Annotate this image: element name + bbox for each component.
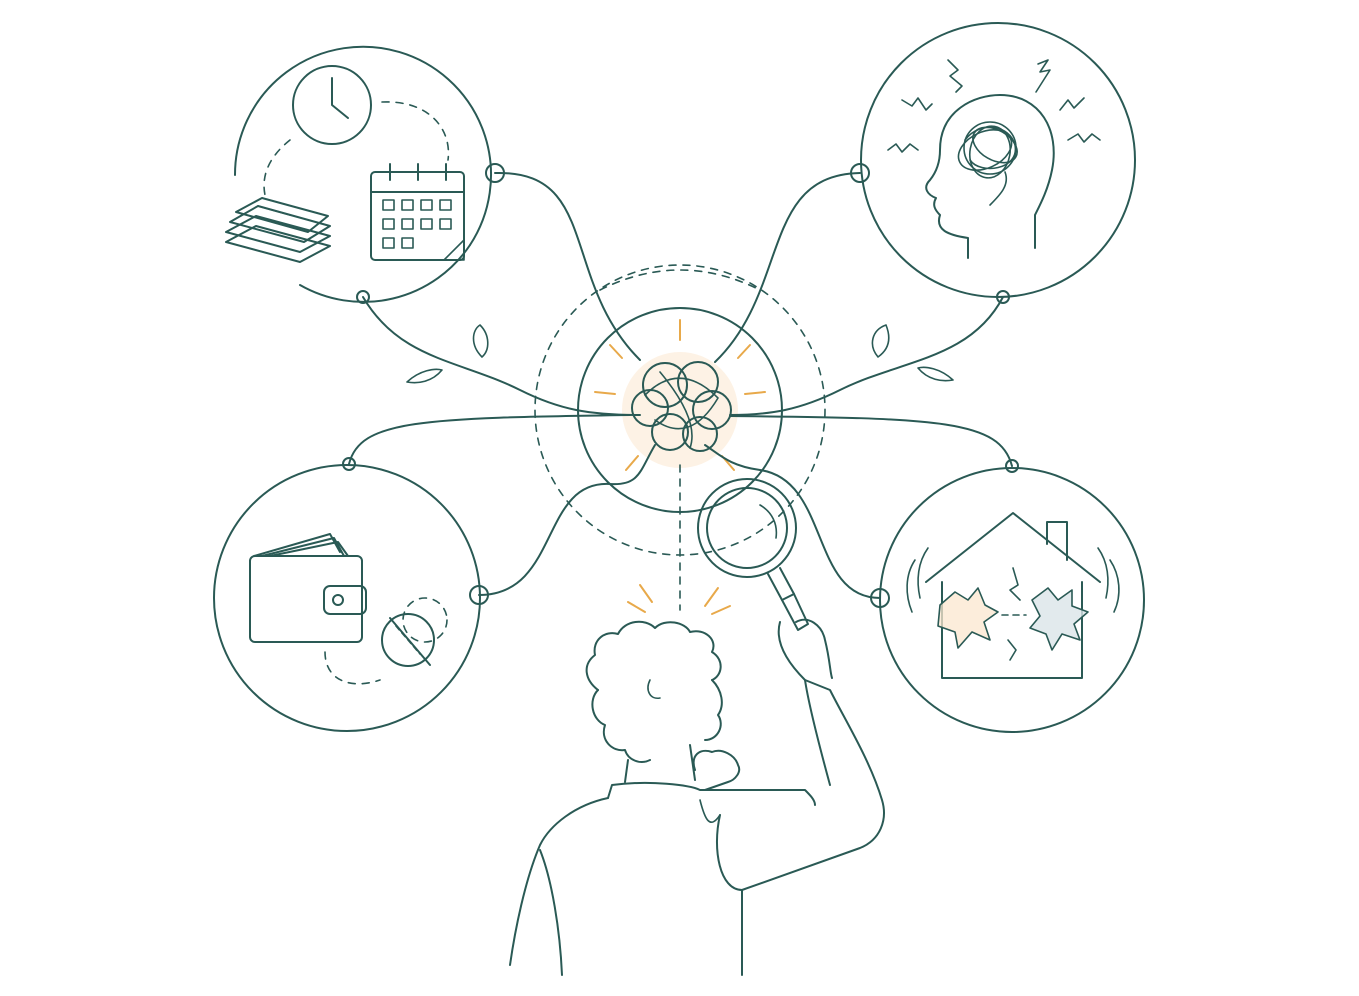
house-icon xyxy=(925,512,1101,679)
scribble-brain-icon xyxy=(957,121,1018,206)
crossed-coin-icon xyxy=(381,597,448,667)
connector-curves xyxy=(348,171,1013,611)
thinking-person xyxy=(509,584,885,976)
time-schedule-icon xyxy=(225,45,505,304)
calendar-icon xyxy=(370,163,465,261)
magnifying-glass-icon xyxy=(697,478,809,631)
family-conflict-icon xyxy=(870,459,1145,733)
wallet-icon xyxy=(249,533,367,643)
leaf-decorations xyxy=(406,324,954,384)
clock-icon xyxy=(292,65,372,145)
tangled-knot-icon xyxy=(631,361,732,452)
anxious-mind-icon xyxy=(850,22,1136,304)
center-glow-rays xyxy=(594,319,766,471)
paper-stack-icon xyxy=(225,197,331,263)
money-wallet-icon xyxy=(213,457,489,732)
